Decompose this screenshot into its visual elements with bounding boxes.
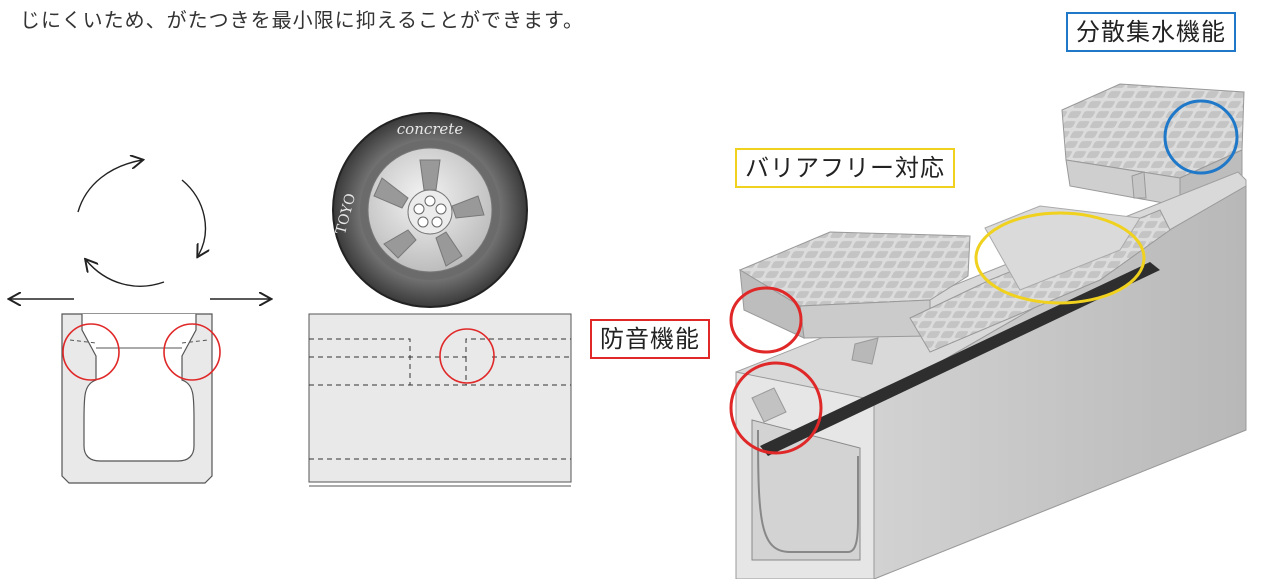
channel-cross-section — [61, 313, 221, 484]
tire-icon: concrete TOYO — [332, 112, 528, 308]
lead-text: じにくいため、がたつきを最小限に抑えることができます。 — [20, 8, 584, 32]
red-circle-left — [62, 323, 120, 381]
label-soundproof: 防音機能 — [590, 319, 710, 359]
arc-arrow-top — [77, 160, 142, 213]
channel-side-view — [308, 313, 572, 487]
arc-arrow-bottom — [86, 260, 165, 287]
drainage-channel-3d — [729, 83, 1247, 579]
label-barrier-free: バリアフリー対応 — [735, 148, 955, 188]
rotation-arrows — [10, 160, 270, 299]
red-circle-lower — [729, 361, 823, 455]
tire-brand-top: concrete — [397, 120, 464, 138]
arc-arrow-right — [181, 179, 205, 256]
blue-circle — [1163, 99, 1239, 175]
label-water-collection: 分散集水機能 — [1066, 12, 1236, 52]
yellow-ellipse — [974, 211, 1146, 305]
red-circle-joint — [439, 328, 495, 384]
red-circle-upper — [729, 286, 803, 354]
red-circle-right — [163, 323, 221, 381]
